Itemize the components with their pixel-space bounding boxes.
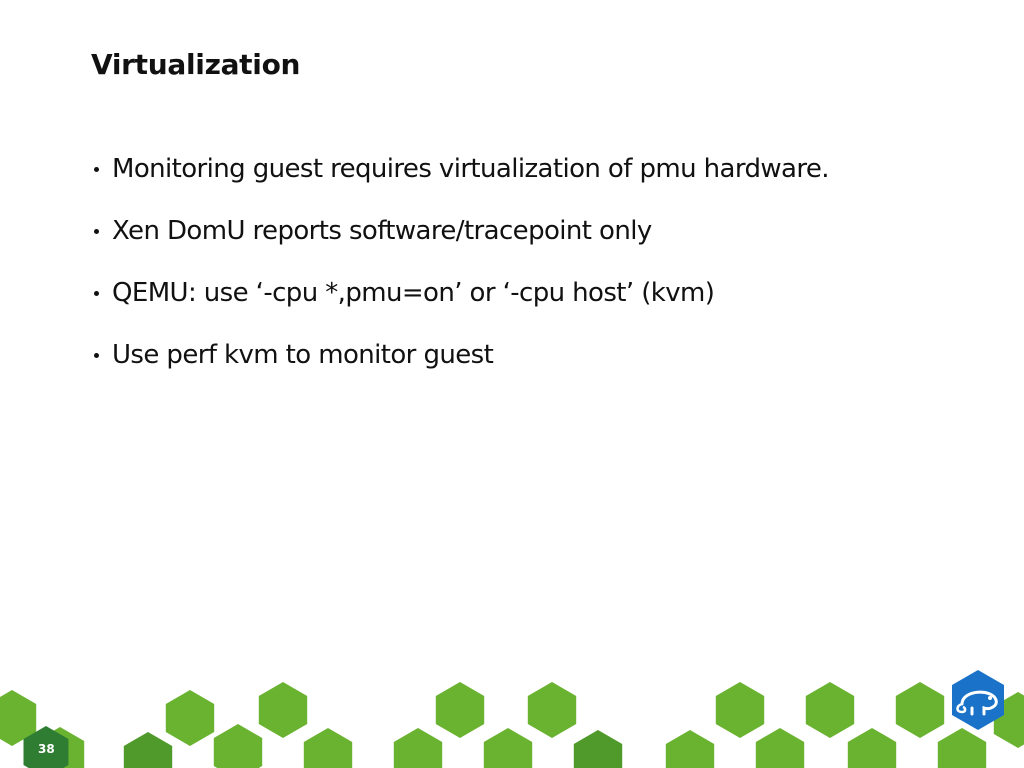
hexagon-tile [847, 728, 897, 768]
hexagon-tile [435, 682, 485, 738]
hexagon-tile [393, 728, 443, 768]
hexagon-tile [937, 728, 987, 768]
hexagon-tile [0, 690, 37, 746]
hexagon-tile [303, 728, 353, 768]
hexagon-tile [483, 728, 533, 768]
hexagon-tile [573, 730, 623, 768]
hexagon-tile [895, 682, 945, 738]
bullet-dot-icon [94, 353, 99, 358]
bullet-item: QEMU: use ‘-cpu *,pmu=on’ or ‘-cpu host’… [88, 274, 908, 312]
bullet-list: Monitoring guest requires virtualization… [88, 150, 908, 398]
hexagon-tile [755, 728, 805, 768]
hexagon-pattern [0, 670, 1024, 768]
hexagon-tile [805, 682, 855, 738]
hexagon-tile [715, 682, 765, 738]
bullet-dot-icon [94, 229, 99, 234]
hexagon-tile [213, 724, 263, 768]
hexagon-tile [165, 690, 215, 746]
hexagon-tile [527, 682, 577, 738]
hexagon-footer [0, 660, 1024, 768]
bullet-text: QEMU: use ‘-cpu *,pmu=on’ or ‘-cpu host’… [112, 278, 715, 308]
hexagon-tile [123, 732, 173, 768]
bullet-dot-icon [94, 291, 99, 296]
logo-hexagon [952, 670, 1004, 730]
bullet-text: Use perf kvm to monitor guest [112, 340, 494, 370]
page-number-hexagon [23, 726, 69, 768]
bullet-text: Monitoring guest requires virtualization… [112, 154, 830, 184]
bullet-item: Monitoring guest requires virtualization… [88, 150, 872, 188]
logo-eye-shape [988, 696, 992, 700]
logo-tail-shape [956, 702, 967, 714]
bullet-item: Use perf kvm to monitor guest [88, 336, 908, 374]
slide-title: Virtualization [91, 48, 301, 81]
logo-body-shape [960, 690, 998, 716]
hexagon-tile [258, 682, 308, 738]
bullet-dot-icon [94, 167, 99, 172]
bullet-text: Xen DomU reports software/tracepoint onl… [112, 216, 652, 246]
bullet-item: Xen DomU reports software/tracepoint onl… [88, 212, 908, 250]
hexagon-tile [665, 730, 715, 768]
chameleon-logo-icon [956, 690, 998, 716]
page-number: 38 [38, 742, 55, 756]
